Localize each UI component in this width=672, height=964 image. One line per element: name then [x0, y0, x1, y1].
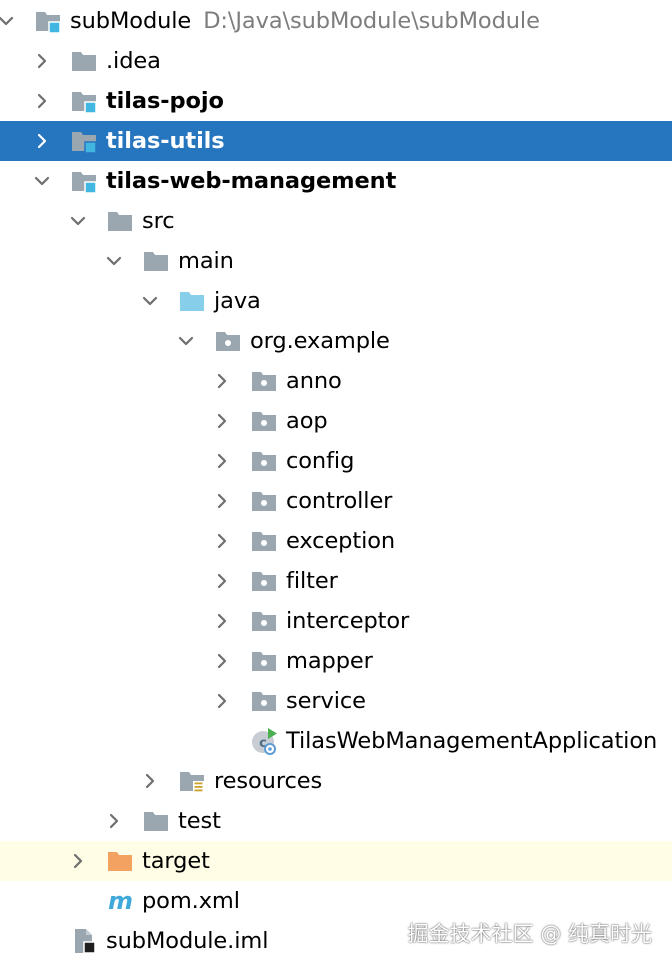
- chevron-right-icon[interactable]: [212, 571, 232, 591]
- chevron-right-icon[interactable]: [212, 691, 232, 711]
- chevron-right-icon[interactable]: [104, 811, 124, 831]
- tree-row-label: target: [142, 848, 210, 874]
- tree-row[interactable]: tilas-pojo: [0, 81, 672, 121]
- tree-row[interactable]: subModule D:\Java\subModule\subModule: [0, 1, 672, 41]
- tree-row-label: test: [178, 808, 221, 834]
- tree-row[interactable]: subModule.iml: [0, 921, 672, 961]
- tree-row-label: org.example: [250, 328, 390, 354]
- iml-file-icon: [70, 927, 98, 955]
- source-root-folder-icon: [178, 287, 206, 315]
- module-folder-icon: [70, 127, 98, 155]
- tree-row[interactable]: tilas-web-management: [0, 161, 672, 201]
- chevron-down-icon[interactable]: [32, 171, 52, 191]
- tree-row-label: mapper: [286, 648, 373, 674]
- tree-row[interactable]: interceptor: [0, 601, 672, 641]
- tree-row[interactable]: java: [0, 281, 672, 321]
- tree-row[interactable]: .idea: [0, 41, 672, 81]
- package-icon: [250, 407, 278, 435]
- tree-row[interactable]: test: [0, 801, 672, 841]
- tree-row-label: TilasWebManagementApplication: [286, 728, 658, 754]
- package-icon: [250, 487, 278, 515]
- chevron-down-icon[interactable]: [68, 211, 88, 231]
- resources-folder-icon: [178, 767, 206, 795]
- tree-row-label: exception: [286, 528, 396, 554]
- tree-row-label: tilas-pojo: [106, 88, 224, 114]
- package-icon: [250, 607, 278, 635]
- tree-row-label: subModule.iml: [106, 928, 269, 954]
- tree-row-label: interceptor: [286, 608, 410, 634]
- tree-row[interactable]: aop: [0, 401, 672, 441]
- tree-row[interactable]: target: [0, 841, 672, 881]
- chevron-right-icon[interactable]: [212, 531, 232, 551]
- package-icon: [250, 367, 278, 395]
- package-icon: [250, 647, 278, 675]
- folder-icon: [142, 807, 170, 835]
- chevron-right-icon[interactable]: [32, 51, 52, 71]
- tree-row[interactable]: filter: [0, 561, 672, 601]
- excluded-folder-icon: [106, 847, 134, 875]
- tree-row-label: config: [286, 448, 355, 474]
- tree-row[interactable]: anno: [0, 361, 672, 401]
- folder-icon: [142, 247, 170, 275]
- tree-row-label: anno: [286, 368, 342, 394]
- tree-row[interactable]: mapper: [0, 641, 672, 681]
- tree-row-label: controller: [286, 488, 393, 514]
- tree-row-label: resources: [214, 768, 323, 794]
- spring-boot-class-icon: c: [250, 727, 278, 755]
- chevron-right-icon[interactable]: [212, 491, 232, 511]
- package-icon: [250, 447, 278, 475]
- package-icon: [250, 687, 278, 715]
- tree-row[interactable]: c TilasWebManagementApplication: [0, 721, 672, 761]
- package-icon: [250, 567, 278, 595]
- project-path: D:\Java\subModule\subModule: [203, 8, 540, 34]
- tree-row-label: java: [214, 288, 261, 314]
- tree-row-label: subModule: [70, 8, 192, 34]
- tree-row-label: pom.xml: [142, 888, 240, 914]
- tree-row-title: subModule D:\Java\subModule\subModule: [70, 1, 540, 41]
- chevron-down-icon[interactable]: [140, 291, 160, 311]
- chevron-right-icon[interactable]: [32, 91, 52, 111]
- chevron-down-icon[interactable]: [0, 11, 16, 31]
- module-folder-icon: [70, 167, 98, 195]
- tree-row[interactable]: exception: [0, 521, 672, 561]
- chevron-right-icon[interactable]: [212, 651, 232, 671]
- folder-icon: [106, 207, 134, 235]
- tree-row-label: service: [286, 688, 366, 714]
- tree-row[interactable]: org.example: [0, 321, 672, 361]
- svg-text:m: m: [108, 887, 133, 915]
- chevron-down-icon[interactable]: [104, 251, 124, 271]
- tree-row[interactable]: config: [0, 441, 672, 481]
- tree-row[interactable]: m pom.xml: [0, 881, 672, 921]
- chevron-right-icon[interactable]: [32, 131, 52, 151]
- tree-row-label: src: [142, 208, 175, 234]
- tree-row[interactable]: controller: [0, 481, 672, 521]
- module-folder-icon: [70, 87, 98, 115]
- package-icon: [214, 327, 242, 355]
- chevron-right-icon[interactable]: [212, 611, 232, 631]
- tree-row-label: aop: [286, 408, 328, 434]
- module-folder-icon: [34, 7, 62, 35]
- maven-icon: m: [106, 887, 134, 915]
- chevron-down-icon[interactable]: [176, 331, 196, 351]
- svg-text:c: c: [259, 736, 267, 751]
- tree-row[interactable]: service: [0, 681, 672, 721]
- tree-row[interactable]: resources: [0, 761, 672, 801]
- chevron-right-icon[interactable]: [140, 771, 160, 791]
- tree-row-label: filter: [286, 568, 338, 594]
- tree-row-label: tilas-web-management: [106, 168, 397, 194]
- folder-icon: [70, 47, 98, 75]
- tree-row[interactable]: src: [0, 201, 672, 241]
- package-icon: [250, 527, 278, 555]
- chevron-right-icon[interactable]: [68, 851, 88, 871]
- tree-row-label: main: [178, 248, 234, 274]
- tree-row-label: tilas-utils: [106, 128, 225, 154]
- watermark: 掘金技术社区 @ 纯真时光: [407, 922, 652, 946]
- tree-row-label: .idea: [106, 48, 161, 74]
- tree-row[interactable]: tilas-utils: [0, 121, 672, 161]
- chevron-right-icon[interactable]: [212, 451, 232, 471]
- chevron-right-icon[interactable]: [212, 411, 232, 431]
- tree-row[interactable]: main: [0, 241, 672, 281]
- chevron-right-icon[interactable]: [212, 371, 232, 391]
